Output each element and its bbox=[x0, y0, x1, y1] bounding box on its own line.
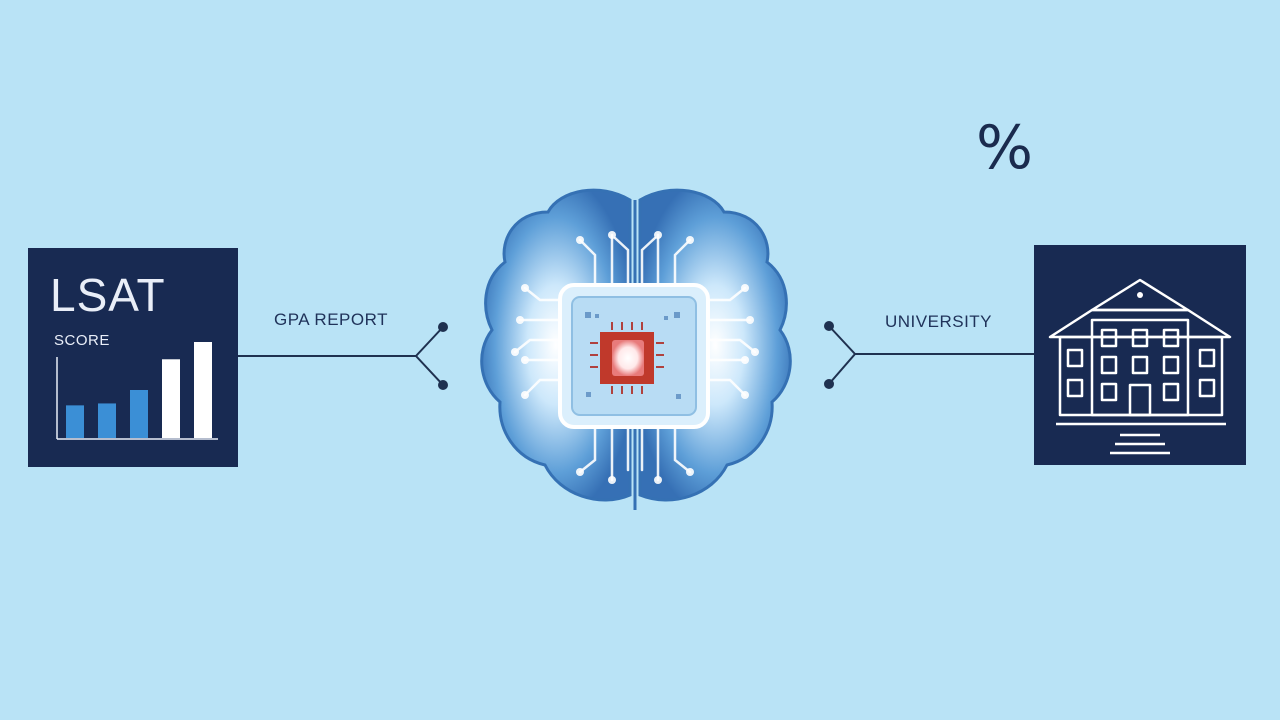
score-bar bbox=[66, 405, 84, 438]
connector-dot bbox=[438, 322, 448, 332]
score-bar bbox=[162, 359, 180, 438]
right-connector bbox=[824, 321, 1034, 389]
percent-symbol: % bbox=[976, 113, 1034, 183]
score-bar bbox=[98, 403, 116, 438]
connector-dot bbox=[438, 380, 448, 390]
score-bar-chart bbox=[56, 342, 218, 440]
connector-dot bbox=[824, 321, 834, 331]
lsat-title: LSAT bbox=[50, 269, 166, 321]
connector-dot bbox=[824, 379, 834, 389]
lsat-subtitle: SCORE bbox=[54, 332, 110, 349]
university-building-icon bbox=[1048, 278, 1232, 455]
left-connector bbox=[238, 322, 448, 390]
score-bar bbox=[130, 390, 148, 438]
lsat-score-card: LSAT SCORE bbox=[28, 248, 238, 467]
gpa-report-label: GPA REPORT bbox=[274, 310, 388, 329]
processor-chip-icon bbox=[558, 283, 710, 429]
score-bar bbox=[194, 342, 212, 438]
university-label: UNIVERSITY bbox=[885, 312, 993, 331]
